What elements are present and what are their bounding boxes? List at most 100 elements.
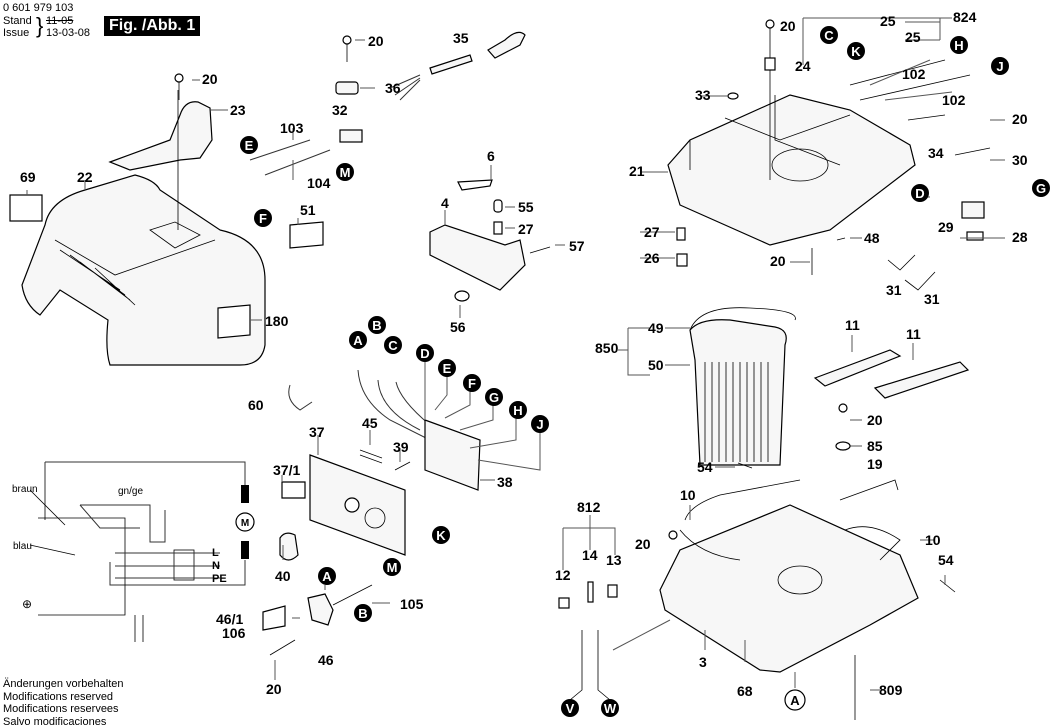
foam-part-11a bbox=[813, 349, 902, 387]
callout-48: 48 bbox=[864, 230, 880, 246]
base-marker-A bbox=[784, 689, 806, 711]
callout-850: 850 bbox=[595, 340, 619, 356]
base-part-3 bbox=[659, 504, 919, 673]
callout-49: 49 bbox=[648, 320, 664, 336]
cable-part-102 bbox=[849, 59, 971, 101]
svg-text:A: A bbox=[322, 569, 332, 584]
svg-text:E: E bbox=[245, 138, 254, 153]
callout-50: 50 bbox=[648, 357, 664, 373]
bubble-b: B bbox=[368, 316, 386, 334]
callout-6: 6 bbox=[487, 148, 495, 164]
bubble-f: F bbox=[254, 209, 272, 227]
svg-text:B: B bbox=[358, 606, 367, 621]
callout-32: 32 bbox=[332, 102, 348, 118]
bubble-c: C bbox=[384, 336, 402, 354]
screw-icon bbox=[342, 35, 352, 62]
capacitor-part-29 bbox=[961, 201, 985, 219]
callout-69: 69 bbox=[20, 169, 36, 185]
screw-icon bbox=[269, 639, 296, 656]
issue-label: Issue bbox=[3, 27, 30, 39]
svg-text:M: M bbox=[387, 560, 398, 575]
base-assembly: A bbox=[558, 479, 956, 720]
seal-part-49 bbox=[689, 307, 796, 331]
callout-36: 36 bbox=[385, 80, 401, 96]
notes: Änderungen vorbehalten Modifications res… bbox=[3, 678, 123, 728]
callout-54: 54 bbox=[697, 459, 713, 475]
bubble-w: W bbox=[601, 699, 619, 717]
note-fr: Modifications reservees bbox=[3, 703, 119, 715]
callout-19: 19 bbox=[867, 456, 883, 472]
cable-part-60 bbox=[288, 384, 313, 411]
screw-icon bbox=[668, 530, 678, 540]
stand-label: Stand bbox=[3, 15, 32, 27]
callout-12: 12 bbox=[555, 567, 571, 583]
callout-56: 56 bbox=[450, 319, 466, 335]
part-45 bbox=[359, 449, 383, 464]
screw-part-56 bbox=[454, 290, 470, 302]
label-69 bbox=[9, 194, 43, 222]
callout-809: 809 bbox=[879, 682, 903, 698]
bubble-d: D bbox=[416, 344, 434, 362]
callout-20: 20 bbox=[202, 71, 218, 87]
spring-part-27b bbox=[676, 227, 686, 241]
bubble-h: H bbox=[509, 401, 527, 419]
svg-text:J: J bbox=[996, 59, 1003, 74]
bubble-a: A bbox=[318, 567, 336, 585]
callout-33: 33 bbox=[695, 87, 711, 103]
ground-icon: ⊕ bbox=[22, 597, 32, 611]
callout-812: 812 bbox=[577, 499, 601, 515]
callout-34: 34 bbox=[928, 145, 944, 161]
part-14 bbox=[587, 581, 594, 603]
svg-text:D: D bbox=[915, 186, 924, 201]
svg-text:C: C bbox=[388, 338, 398, 353]
callout-24: 24 bbox=[795, 58, 811, 74]
callout-25: 25 bbox=[905, 29, 921, 45]
brace: } bbox=[36, 13, 44, 38]
pin-part-54 bbox=[737, 462, 753, 469]
callout-46-1: 46/1 bbox=[216, 611, 243, 627]
callout-104: 104 bbox=[307, 175, 331, 191]
callout-40: 40 bbox=[275, 568, 291, 584]
svg-text:F: F bbox=[468, 376, 476, 391]
label-180 bbox=[217, 304, 251, 339]
callout-45: 45 bbox=[362, 415, 378, 431]
bubble-g: G bbox=[1032, 179, 1050, 197]
base-marker-label: A bbox=[790, 693, 800, 708]
callout-35: 35 bbox=[453, 30, 469, 46]
part-12 bbox=[558, 597, 570, 609]
washer-part-85 bbox=[835, 441, 851, 451]
svg-text:K: K bbox=[851, 44, 861, 59]
cable-part-35 bbox=[429, 54, 473, 75]
svg-text:D: D bbox=[420, 346, 429, 361]
wire-label-green-yellow: gn/ge bbox=[118, 486, 143, 497]
cable-assembly bbox=[249, 31, 526, 180]
clip-part-24 bbox=[764, 57, 776, 71]
label-37-1 bbox=[281, 481, 306, 499]
callout-37-1: 37/1 bbox=[273, 462, 300, 478]
filter-part-50 bbox=[689, 319, 787, 466]
callout-10: 10 bbox=[680, 487, 696, 503]
callout-23: 23 bbox=[230, 102, 246, 118]
filter-assembly bbox=[618, 307, 970, 501]
motor-housing-assembly bbox=[640, 17, 1005, 291]
callout-11: 11 bbox=[906, 326, 921, 342]
callout-26: 26 bbox=[644, 250, 660, 266]
callout-30: 30 bbox=[1012, 152, 1028, 168]
svg-text:H: H bbox=[954, 38, 963, 53]
callout-39: 39 bbox=[393, 439, 409, 455]
svg-text:A: A bbox=[353, 333, 363, 348]
housing-part-21 bbox=[667, 94, 916, 246]
note-es: Salvo modificaciones bbox=[3, 715, 107, 728]
label-51 bbox=[289, 221, 324, 249]
wiring-schematic: M braun gn/ge blau L N PE ⊕ bbox=[12, 461, 255, 642]
wire-label-blue: blau bbox=[13, 541, 32, 552]
callout-20: 20 bbox=[635, 536, 651, 552]
svg-text:M: M bbox=[340, 165, 351, 180]
wrench-part-19 bbox=[839, 479, 899, 501]
svg-text:C: C bbox=[824, 28, 834, 43]
svg-text:B: B bbox=[372, 318, 381, 333]
callout-102: 102 bbox=[942, 92, 966, 108]
front-handle-assembly bbox=[429, 165, 565, 318]
bubble-v: V bbox=[561, 699, 579, 717]
